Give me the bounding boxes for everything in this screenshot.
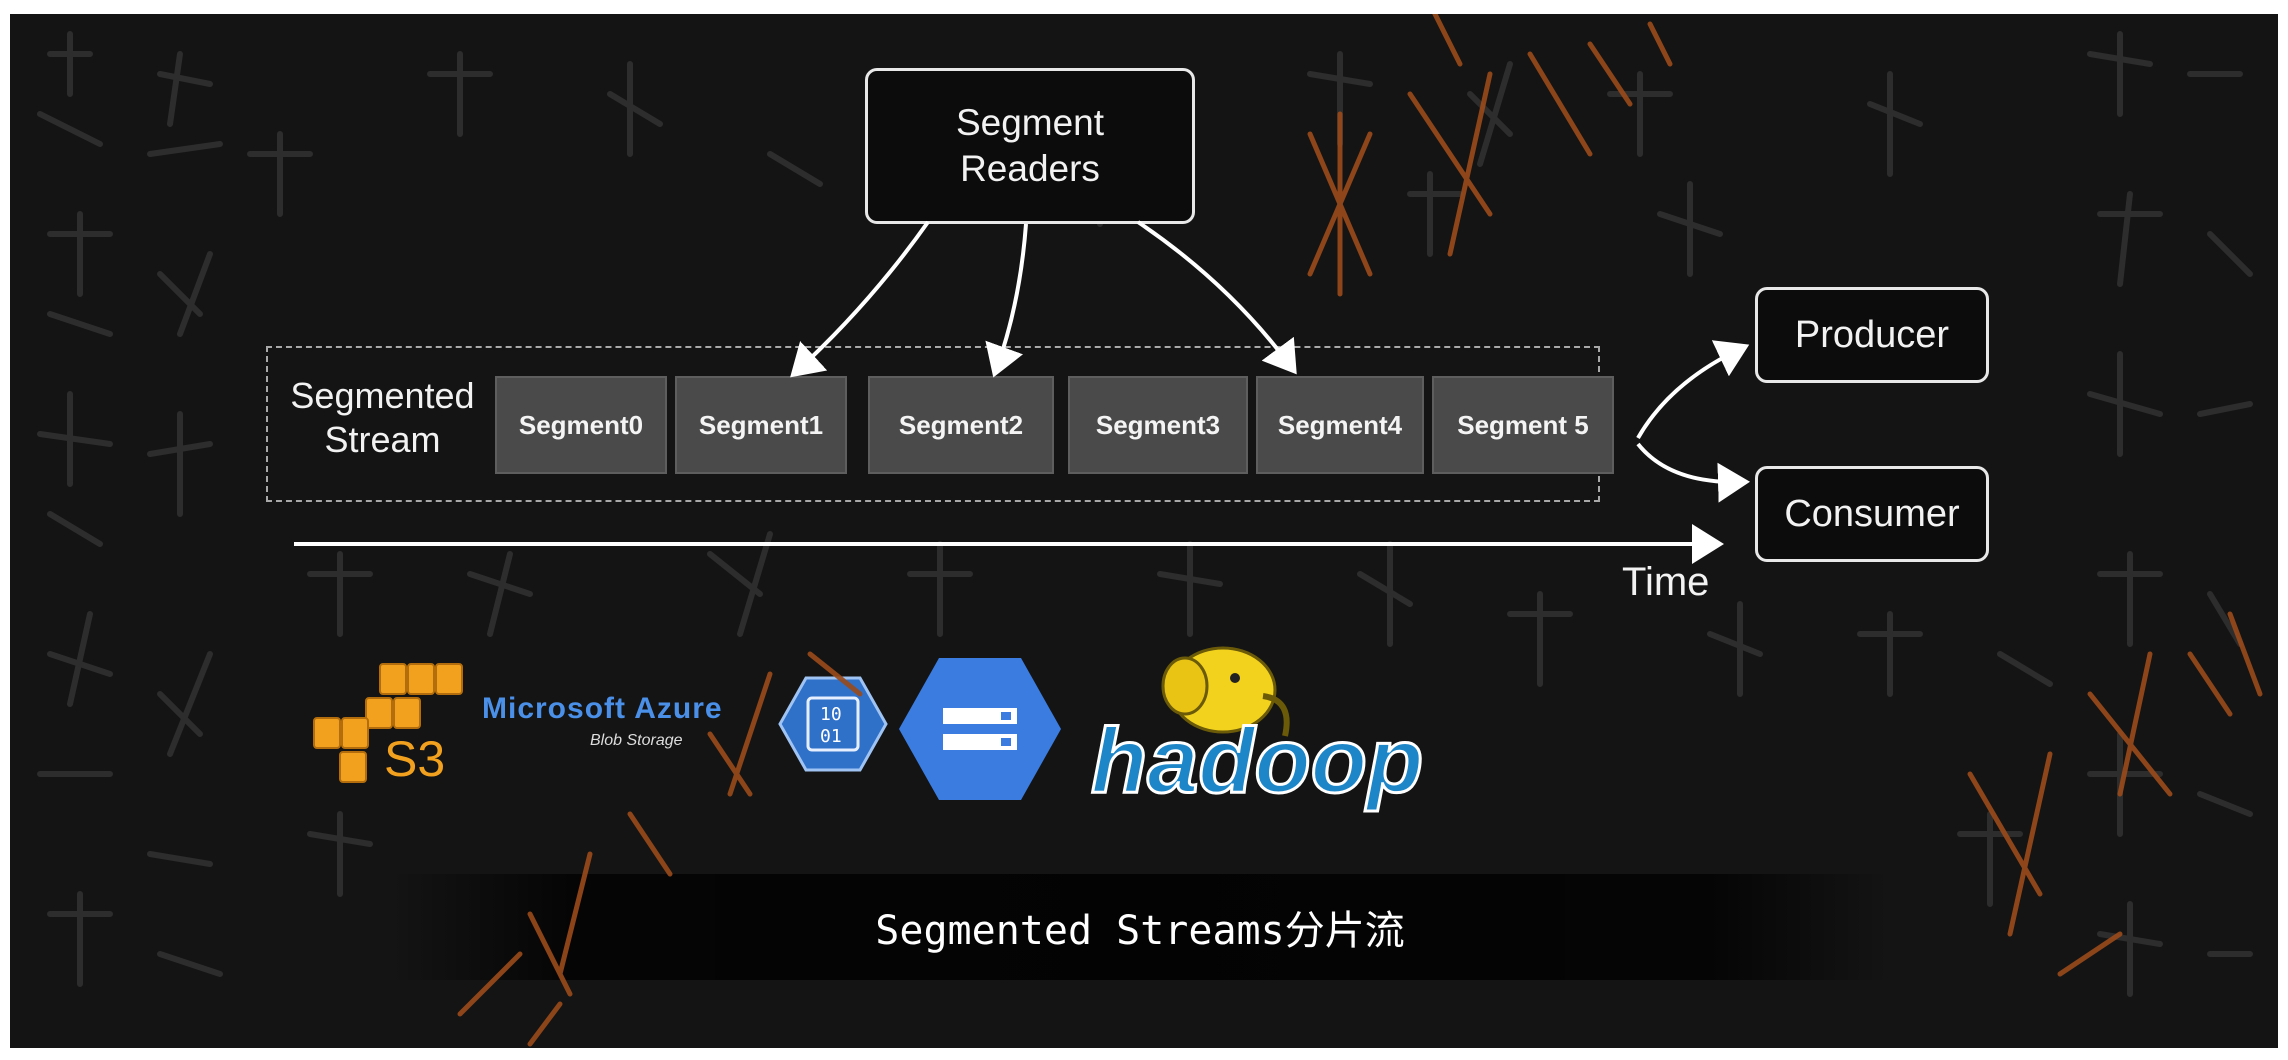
consumer-label: Consumer [1784,492,1960,535]
azure-blob-storage-text: Blob Storage [590,732,683,749]
segment-4: Segment4 [1256,376,1424,474]
segment-readers-box: Segment Readers [865,68,1195,224]
arrow-readers-to-segment4 [1136,220,1297,375]
segment-5: Segment 5 [1432,376,1614,474]
arrow-stream-to-producer [1636,340,1750,439]
segment-1: Segment1 [675,376,847,474]
svg-text:10: 10 [820,704,842,725]
arrow-readers-to-segment2 [985,223,1028,378]
segment-2: Segment2 [868,376,1054,474]
slide-background: Segment Readers Segmented Stream Segment… [10,14,2278,1048]
svg-text:01: 01 [820,726,842,747]
time-label: Time [1622,560,1710,604]
google-cloud-storage-icon [899,658,1061,800]
consumer-box: Consumer [1755,466,1989,562]
diagram-arrows [294,220,1750,564]
arrow-readers-to-segment1 [790,220,930,378]
arrow-stream-to-consumer [1636,442,1750,503]
amazon-s3-logo: S3 [313,663,463,787]
hadoop-logo: hadoop [1090,646,1425,814]
microsoft-azure-text: Microsoft Azure [482,692,723,725]
azure-blob-icon: 10 01 [778,676,888,772]
segment-readers-label: Segment Readers [955,102,1105,189]
segment-3: Segment3 [1068,376,1248,474]
s3-text: S3 [384,731,445,787]
slide-caption: Segmented Streams分片流 [875,908,1405,954]
producer-label: Producer [1794,313,1950,356]
segment-0: Segment0 [495,376,667,474]
hadoop-text: hadoop [1091,710,1423,812]
producer-box: Producer [1755,287,1989,383]
segmented-stream-label: Segmented Stream [290,375,475,460]
